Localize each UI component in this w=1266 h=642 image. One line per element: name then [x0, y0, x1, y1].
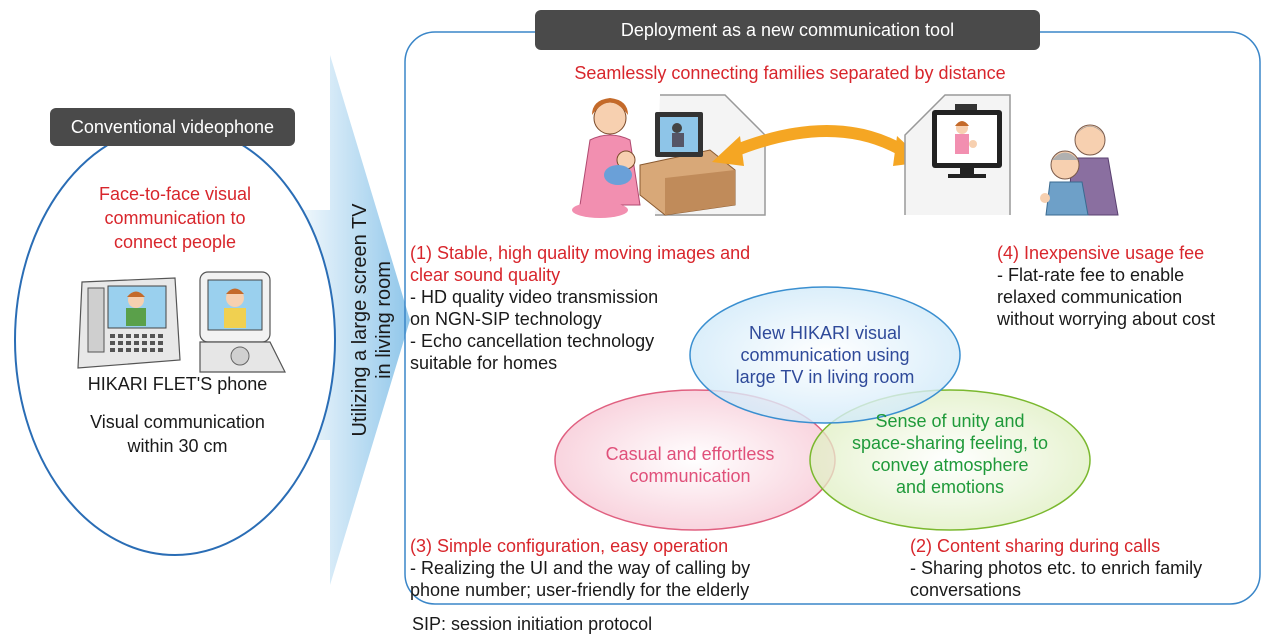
feature-4-body: - Flat-rate fee to enable: [997, 265, 1185, 285]
venn-blue-line: New HIKARI visual: [748, 323, 902, 343]
venn-pink-line: communication: [629, 466, 751, 486]
left-red-text: Face-to-face visual communication to con…: [55, 182, 295, 254]
feature-1-title: (1) Stable, high quality moving images a…: [410, 243, 751, 263]
venn-blue-text: New HIKARI visual communication using la…: [720, 322, 930, 388]
left-house-illustration: [572, 94, 766, 218]
arrow-label: Utilizing a large screen TV in living ro…: [348, 203, 396, 436]
conventional-header-label: Conventional videophone: [70, 117, 275, 137]
venn-green-text: Sense of unity and space-sharing feeling…: [835, 410, 1065, 498]
arrow-label-line: in living room: [373, 261, 395, 379]
transition-arrow: [285, 55, 410, 585]
venn-green-line: space-sharing feeling, to: [851, 433, 1049, 453]
feature-4: (4) Inexpensive usage fee - Flat-rate fe…: [997, 242, 1257, 330]
arrow-label-line: Utilizing a large screen TV: [349, 203, 371, 437]
venn-blue-ellipse: [689, 286, 961, 424]
left-red-line: connect people: [113, 232, 237, 252]
feature-4-body: without worrying about cost: [997, 309, 1216, 329]
left-bottom-line: Visual communication: [90, 412, 265, 432]
venn-pink-text: Casual and effortless communication: [585, 443, 795, 487]
left-bottom-line: within 30 cm: [127, 436, 228, 456]
venn-pink-line: Casual and effortless: [605, 444, 775, 464]
left-bottom-text: Visual communication within 30 cm: [60, 410, 295, 458]
deployment-header-label: Deployment as a new communication tool: [620, 20, 955, 40]
left-red-line: communication to: [104, 208, 246, 228]
conventional-header: Conventional videophone: [50, 108, 295, 146]
feature-3-body: phone number; user-friendly for the elde…: [410, 580, 750, 600]
venn-green-ellipse: [809, 389, 1091, 531]
feature-1-body: - HD quality video transmission: [410, 287, 659, 307]
feature-1: (1) Stable, high quality moving images a…: [410, 242, 820, 374]
venn-green-line: and emotions: [895, 477, 1005, 497]
feature-1-body: - Echo cancellation technology: [410, 331, 655, 351]
feature-3: (3) Simple configuration, easy operation…: [410, 535, 820, 601]
venn-green-line: convey atmosphere: [871, 455, 1029, 475]
footnote: SIP: session initiation protocol: [412, 614, 653, 634]
venn-blue-line: large TV in living room: [735, 367, 915, 387]
feature-3-body: - Realizing the UI and the way of callin…: [410, 558, 751, 578]
feature-3-title: (3) Simple configuration, easy operation: [410, 536, 729, 556]
venn-green-line: Sense of unity and: [875, 411, 1025, 431]
feature-1-body: suitable for homes: [410, 353, 558, 373]
hikari-phone-illustration: [77, 271, 286, 373]
left-red-line: Face-to-face visual: [98, 184, 252, 204]
feature-1-title: clear sound quality: [410, 265, 561, 285]
phone-label: HIKARI FLET'S phone: [60, 372, 295, 396]
phone-label-text: HIKARI FLET'S phone: [87, 374, 268, 394]
deployment-subtitle: Seamlessly connecting families separated…: [574, 63, 1006, 83]
feature-2-body: conversations: [910, 580, 1022, 600]
right-house-illustration: [904, 94, 1119, 216]
feature-2-title: (2) Content sharing during calls: [910, 536, 1161, 556]
feature-1-body: on NGN-SIP technology: [410, 309, 602, 329]
feature-4-body: relaxed communication: [997, 287, 1183, 307]
feature-2-body: - Sharing photos etc. to enrich family: [910, 558, 1203, 578]
venn-blue-line: communication using: [740, 345, 910, 365]
feature-4-title: (4) Inexpensive usage fee: [997, 243, 1205, 263]
deployment-header: Deployment as a new communication tool: [535, 10, 1040, 50]
feature-2: (2) Content sharing during calls - Shari…: [910, 535, 1255, 601]
